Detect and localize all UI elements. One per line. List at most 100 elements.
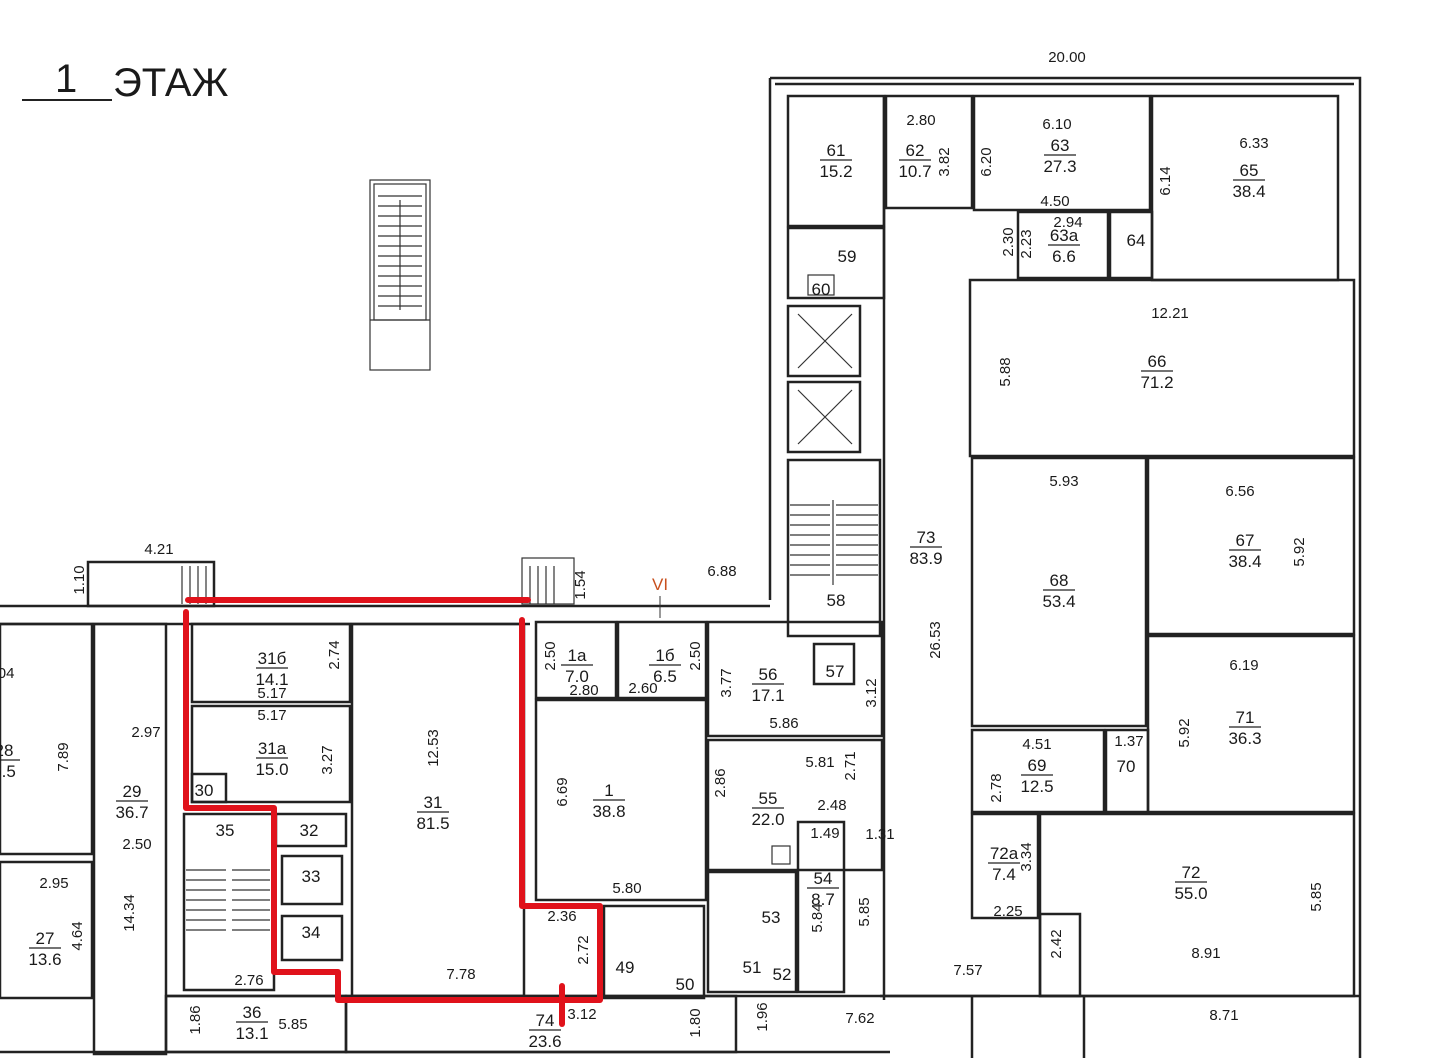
room-number: 67 bbox=[1236, 531, 1255, 550]
room-number: 63а bbox=[1050, 226, 1079, 245]
room-33: 33 bbox=[302, 867, 321, 886]
dimension-label: 8.71 bbox=[1209, 1007, 1238, 1024]
axis-mark: VI bbox=[652, 575, 668, 594]
dimension-label: 2.36 bbox=[547, 908, 576, 925]
room-58: 58 bbox=[827, 591, 846, 610]
dimension-label: 4.50 bbox=[1040, 193, 1069, 210]
room-60: 60 bbox=[812, 280, 831, 299]
room-area: 15.0 bbox=[255, 760, 288, 779]
dimension-label: 5.86 bbox=[769, 715, 798, 732]
room-1: 138.8 bbox=[592, 781, 625, 821]
room-number: 50 bbox=[676, 975, 695, 994]
room-31а: 31а 15.0 bbox=[255, 739, 288, 779]
dimension-label: 2.76 bbox=[234, 972, 263, 989]
room-area: 6.5 bbox=[653, 667, 677, 686]
left-wing-walls bbox=[0, 557, 1000, 1056]
dimension-label: 2.94 bbox=[1053, 214, 1082, 231]
dimension-label: 2.50 bbox=[542, 641, 559, 670]
dimension-label: 5.88 bbox=[997, 357, 1014, 386]
room-49: 49 bbox=[616, 958, 635, 977]
room-area: 6.6 bbox=[1052, 247, 1076, 266]
room-number: 68 bbox=[1050, 571, 1069, 590]
room-number: 57 bbox=[826, 662, 845, 681]
room-64: 64 bbox=[1127, 231, 1146, 250]
dimension-label: 2.42 bbox=[1048, 929, 1065, 958]
dimension-label: 5.81 bbox=[805, 754, 834, 771]
dimension-label: 6.69 bbox=[554, 777, 571, 806]
dimension-label: 3.12 bbox=[863, 678, 880, 707]
dimension-label: 2.50 bbox=[122, 836, 151, 853]
room-area: 23.6 bbox=[528, 1032, 561, 1051]
room-number: 72а bbox=[990, 844, 1019, 863]
room-area: 10.7 bbox=[898, 162, 931, 181]
dimension-label: 1.80 bbox=[687, 1008, 704, 1037]
dimension-label: 1.86 bbox=[187, 1005, 204, 1034]
room-number: 29 bbox=[123, 782, 142, 801]
room-1а: 1а7.0 bbox=[561, 646, 593, 686]
room-number: 56 bbox=[759, 665, 778, 684]
room-number: 55 bbox=[759, 789, 778, 808]
dimension-label: 6.33 bbox=[1239, 135, 1268, 152]
room-number: 60 bbox=[812, 280, 831, 299]
room-area: 55.0 bbox=[1174, 884, 1207, 903]
room-number: 31а bbox=[258, 739, 287, 758]
dimension-label: 3.77 bbox=[718, 668, 735, 697]
dimension-label: 5.17 bbox=[257, 707, 286, 724]
dimension-label: 5.92 bbox=[1291, 537, 1308, 566]
dimension-label: 26.53 bbox=[927, 621, 944, 659]
dimension-label: 1.49 bbox=[810, 825, 839, 842]
dimension-label: 2.48 bbox=[817, 797, 846, 814]
dimension-label: 5.85 bbox=[278, 1016, 307, 1033]
dimension-label: 1.96 bbox=[754, 1002, 771, 1031]
room-number: 33 bbox=[302, 867, 321, 886]
room-57: 57 bbox=[826, 662, 845, 681]
dimension-label: 4.64 bbox=[69, 921, 86, 950]
room-number: 27 bbox=[36, 929, 55, 948]
room-68: 68 53.4 bbox=[1042, 571, 1075, 611]
dimension-label: 7.57 bbox=[953, 962, 982, 979]
room-area: 13.1 bbox=[235, 1024, 268, 1043]
room-number: 61 bbox=[827, 141, 846, 160]
room-56: 56 17.1 bbox=[751, 665, 784, 705]
dimension-label: 12.21 bbox=[1151, 305, 1189, 322]
room-number: 70 bbox=[1117, 757, 1136, 776]
room-34: 34 bbox=[302, 923, 321, 942]
dimension-label: 2.30 bbox=[1000, 227, 1017, 256]
room-area: 12.5 bbox=[1020, 777, 1053, 796]
room-number: 28 bbox=[0, 741, 13, 760]
dimension-label: 5.92 bbox=[1176, 718, 1193, 747]
room-number: 59 bbox=[838, 247, 857, 266]
dimension-label: 2.50 bbox=[687, 641, 704, 670]
room-28: 286.5 bbox=[0, 741, 20, 781]
room-area: 17.1 bbox=[751, 686, 784, 705]
dimension-label: 5.80 bbox=[612, 880, 641, 897]
room-35: 35 bbox=[216, 821, 235, 840]
room-number: 32 bbox=[300, 821, 319, 840]
room-area: 14.1 bbox=[255, 670, 288, 689]
dimension-label: 3.82 bbox=[936, 147, 953, 176]
dimension-label: 6.19 bbox=[1229, 657, 1258, 674]
room-area: 53.4 bbox=[1042, 592, 1075, 611]
dimension-label: 2.86 bbox=[712, 768, 729, 797]
room-54: 548.7 bbox=[807, 869, 839, 909]
dimension-label: 2.80 bbox=[569, 682, 598, 699]
room-area: 38.4 bbox=[1232, 182, 1265, 201]
room-area: 7.0 bbox=[565, 667, 589, 686]
room-area: 38.8 bbox=[592, 802, 625, 821]
room-number: 1б bbox=[655, 646, 674, 665]
room-area: 71.2 bbox=[1140, 373, 1173, 392]
room-number: 52 bbox=[773, 965, 792, 984]
dimension-label: 7.89 bbox=[55, 742, 72, 771]
